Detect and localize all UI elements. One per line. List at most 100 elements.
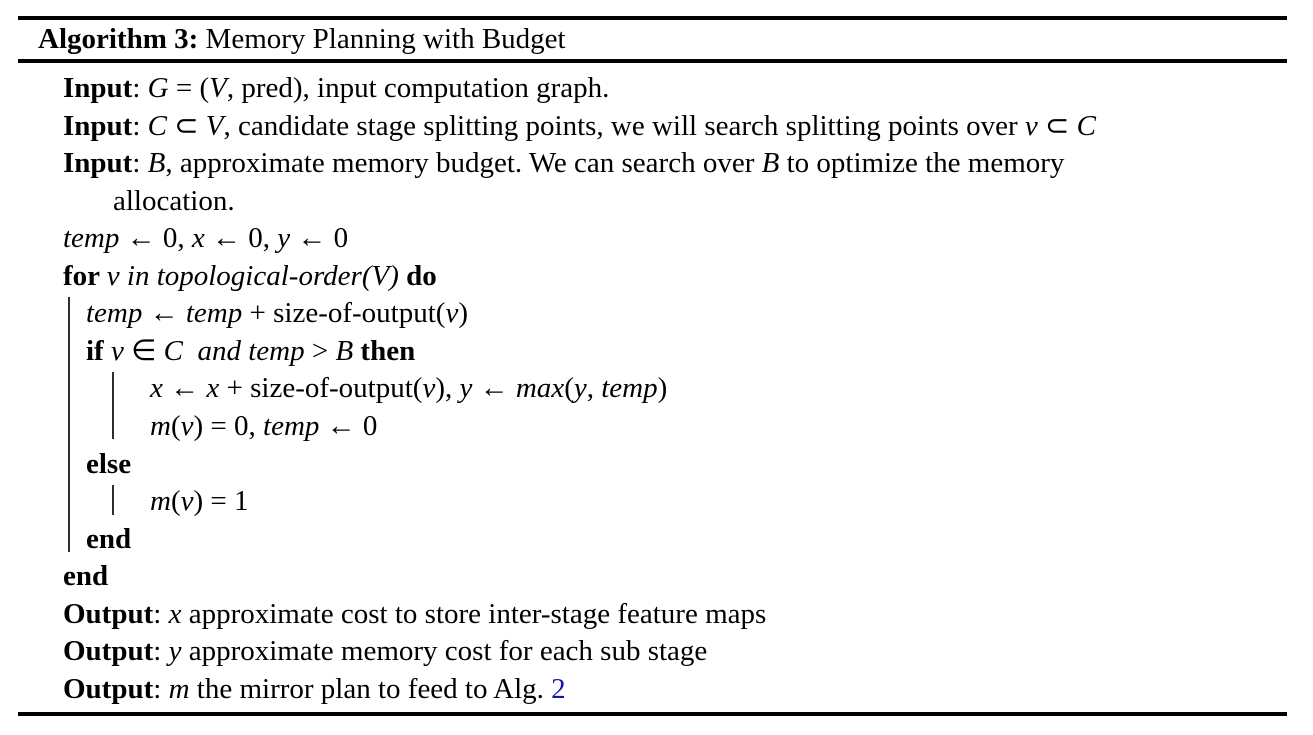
text-segment: m — [150, 409, 171, 442]
algorithm-title: Algorithm 3: Memory Planning with Budget — [38, 20, 566, 58]
text-segment: temp — [601, 372, 658, 405]
algo-line-6: temp ← temp + size-of-output(v) — [0, 295, 1313, 333]
text-segment: v — [180, 409, 194, 442]
text-segment: ), — [435, 372, 460, 405]
algo-line-15: Output: y approximate memory cost for ea… — [0, 633, 1313, 671]
text-segment: v — [110, 334, 124, 367]
algo-line-10: else — [0, 446, 1313, 484]
text-segment: ⊂ — [166, 109, 206, 142]
text-segment: y — [277, 222, 291, 255]
text-segment: end — [86, 522, 132, 555]
text-segment: ) — [458, 297, 468, 330]
text-segment: ) — [657, 372, 668, 405]
text-segment: if — [86, 334, 111, 367]
text-segment: Input — [63, 109, 133, 142]
algo-line-1: Input: C ⊂ V, candidate stage splitting … — [0, 108, 1313, 146]
text-segment: v — [1024, 109, 1038, 142]
text-segment: + size-of-output( — [242, 297, 446, 330]
text-segment: ( — [564, 372, 574, 405]
text-segment: Output — [63, 635, 154, 668]
algo-line-4: temp ← 0, x ← 0, y ← 0 — [0, 220, 1313, 258]
text-segment: to optimize the memory — [779, 147, 1065, 180]
text-segment: Input — [63, 147, 133, 180]
text-segment: v — [422, 372, 436, 405]
algo-line-8: x ← x + size-of-output(v), y ← max(y, te… — [0, 370, 1313, 408]
text-segment: approximate cost to store inter-stage fe… — [181, 597, 767, 630]
text-segment: : — [132, 72, 148, 104]
text-segment: y — [459, 372, 473, 405]
text-segment: ← 0, — [204, 222, 278, 255]
text-segment: max — [515, 372, 565, 405]
caption-rule — [18, 59, 1287, 63]
algo-line-2: Input: B, approximate memory budget. We … — [0, 145, 1313, 183]
text-segment: v in topological-order(V) — [106, 259, 407, 292]
text-segment: x — [206, 372, 220, 405]
algo-line-14: Output: x approximate cost to store inte… — [0, 596, 1313, 634]
text-segment: : — [153, 672, 169, 705]
block-scope-bar-level-2 — [112, 372, 114, 440]
block-scope-bar-level-2 — [112, 485, 114, 515]
text-segment: V — [209, 72, 227, 104]
text-segment — [183, 335, 198, 367]
algo-line-7: if v ∈ C and temp > B then — [0, 333, 1313, 371]
algo-line-5: for v in topological-order(V) do — [0, 258, 1313, 296]
text-segment: : — [132, 147, 148, 180]
text-segment: + size-of-output( — [219, 372, 423, 405]
text-segment: , candidate stage splitting points, we w… — [223, 109, 1025, 142]
text-segment: for — [63, 259, 107, 292]
text-segment: allocation. — [113, 184, 235, 217]
text-segment: : — [153, 597, 169, 630]
text-segment: C — [147, 109, 167, 142]
text-segment: temp — [185, 297, 243, 330]
text-segment: Output — [63, 597, 154, 630]
algo-line-0: Input: G = (V, pred), input computation … — [0, 70, 1313, 108]
alg-2-reference-link[interactable]: 2 — [551, 672, 566, 705]
algo-line-12: end — [0, 521, 1313, 559]
text-segment: temp — [63, 222, 120, 255]
text-segment: and temp — [197, 334, 305, 367]
text-segment: do — [406, 259, 437, 292]
text-segment: then — [360, 334, 416, 367]
algorithm-name: Memory Planning with Budget — [198, 23, 566, 55]
text-segment: ( — [170, 485, 181, 518]
text-segment: x — [191, 222, 205, 255]
text-segment: B — [147, 147, 166, 180]
algo-line-11: m(v) = 1 — [0, 483, 1313, 521]
top-rule — [18, 16, 1287, 20]
text-segment: v — [180, 485, 194, 518]
text-segment: B — [761, 147, 780, 180]
text-segment: y — [573, 372, 587, 405]
bottom-rule — [18, 712, 1287, 716]
algo-line-9: m(v) = 0, temp ← 0 — [0, 408, 1313, 446]
text-segment: else — [86, 447, 132, 480]
text-segment: temp — [86, 297, 143, 330]
text-segment: temp — [263, 409, 320, 442]
block-scope-bar-level-1 — [68, 297, 70, 553]
text-segment: ← — [162, 372, 207, 405]
text-segment: ← 0 — [319, 409, 378, 442]
text-segment: x — [168, 597, 182, 630]
text-segment: V — [205, 109, 224, 142]
algo-line-16: Output: m the mirror plan to feed to Alg… — [0, 671, 1313, 709]
text-segment: Input — [63, 72, 133, 104]
algorithm-number-label: Algorithm 3: — [38, 23, 199, 55]
text-segment: ← 0 — [290, 222, 349, 255]
text-segment: B — [335, 334, 354, 367]
text-segment: ∈ — [123, 334, 164, 367]
text-segment: ← — [142, 297, 186, 330]
text-segment: = ( — [168, 72, 210, 104]
text-segment: , approximate memory budget. We can sear… — [165, 147, 762, 180]
text-segment: C — [1076, 109, 1096, 142]
text-segment: the mirror plan to feed to Alg. — [189, 672, 552, 705]
text-segment: m — [150, 485, 171, 518]
text-segment: m — [168, 672, 190, 705]
algo-line-13: end — [0, 558, 1313, 596]
text-segment: approximate memory cost for each sub sta… — [181, 635, 708, 668]
algo-line-3: allocation. — [0, 183, 1313, 221]
text-segment: end — [63, 560, 109, 593]
text-segment: Output — [63, 672, 154, 705]
text-segment: ) = 1 — [193, 485, 249, 518]
text-segment: , pred), input computation graph. — [226, 72, 610, 104]
text-segment: , — [586, 372, 602, 405]
